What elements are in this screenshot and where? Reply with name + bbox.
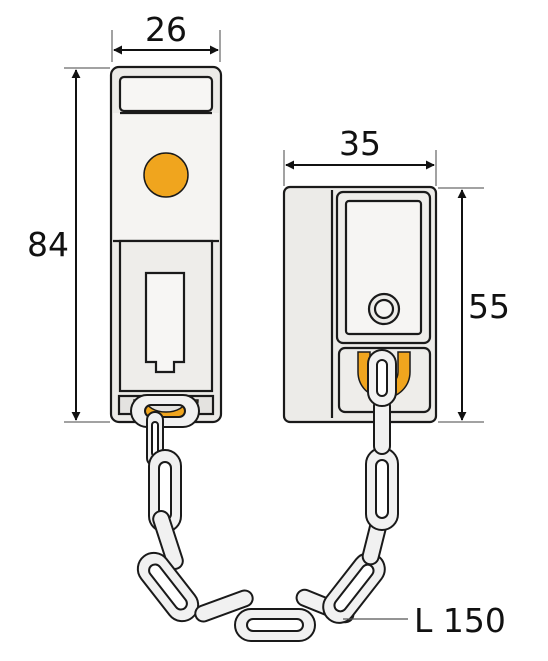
chain-link xyxy=(152,510,184,570)
width-left-label: 26 xyxy=(145,10,187,49)
chain-slot xyxy=(144,271,186,374)
chain-length-label: L 150 xyxy=(414,601,506,640)
extension-lines xyxy=(64,30,484,423)
height-left-label: 84 xyxy=(27,225,69,264)
height-right-label: 55 xyxy=(468,287,510,326)
screw-cap xyxy=(143,152,189,198)
chain-link xyxy=(194,589,254,623)
width-right-label: 35 xyxy=(339,124,381,163)
chain xyxy=(130,349,399,642)
left-bracket xyxy=(109,65,223,424)
right-bracket xyxy=(282,185,438,424)
